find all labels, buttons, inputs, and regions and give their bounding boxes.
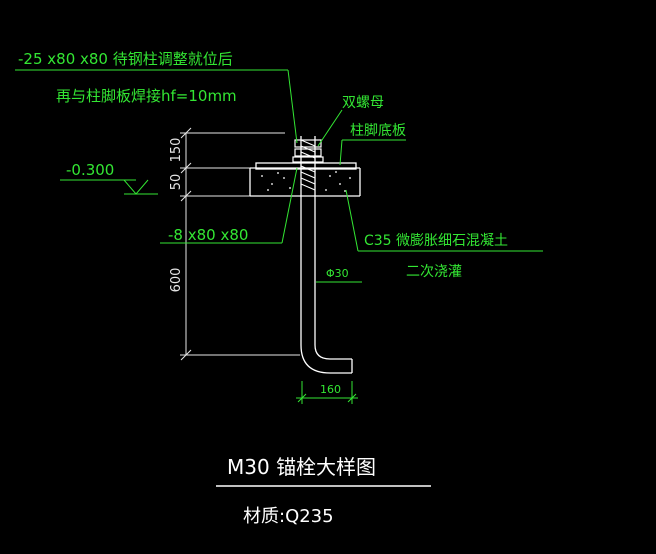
grout-label-line2: 二次浇灌: [406, 264, 462, 280]
leader-lines: [15, 69, 543, 283]
diameter-label: Φ30: [326, 267, 349, 280]
material-label: 材质:Q235: [243, 506, 334, 527]
dim-50: 50: [169, 174, 184, 191]
structure-lines: [249, 136, 361, 374]
dim-160-lines: [296, 381, 358, 404]
base-plate-label: 柱脚底板: [350, 123, 406, 139]
elevation-label: -0.300: [66, 161, 114, 179]
double-nut-label: 双螺母: [342, 95, 384, 111]
grout-label-line1: C35 微膨胀细石混凝土: [364, 232, 508, 249]
plate-note-line1: -25 x80 x80 待钢柱调整就位后: [18, 50, 233, 68]
dim-160: 160: [320, 383, 341, 396]
drawing-title: M30 锚栓大样图: [227, 455, 376, 479]
dim-150: 150: [169, 138, 184, 163]
dim-600: 600: [169, 268, 184, 293]
dimension-lines: [180, 127, 300, 361]
washer-plate-label: -8 x80 x80: [168, 226, 248, 244]
grout-fill-pattern: [261, 171, 351, 192]
bolt-thread-hatch: [300, 139, 316, 191]
plate-note-line2: 再与柱脚板焊接hf=10mm: [56, 87, 237, 105]
